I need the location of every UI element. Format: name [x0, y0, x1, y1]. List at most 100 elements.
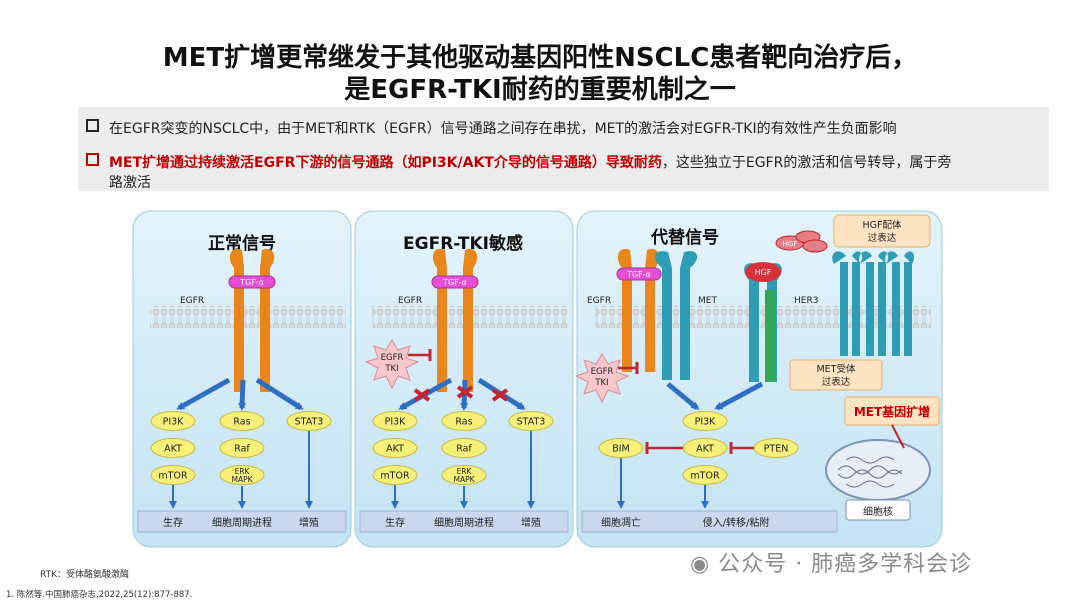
egfr-receptor: TGF-α [431, 248, 479, 392]
nucleus-label-box [845, 499, 911, 521]
bullet-square-icon [86, 153, 99, 166]
pten-label: PTEN [764, 444, 789, 455]
met-receptor [654, 251, 698, 380]
pathway-node [150, 438, 196, 458]
footer-reference: 1. 陈然等.中国肺癌杂志,2022,25(12):877-887. [6, 589, 192, 600]
outcome-label: 生存 [385, 516, 405, 529]
pathway-label: PI3K [695, 417, 717, 428]
panel-title-normal: 正常信号 [208, 233, 276, 254]
bullet-2: MET扩增通过持续激活EGFR下游的信号通路（如PI3K/AKT介导的信号通路）… [86, 153, 1036, 193]
pathway-label: AKT [386, 444, 404, 455]
pathway-label: ERK [235, 467, 251, 476]
pathway-label: PI3K [163, 417, 185, 428]
bim-node [598, 438, 644, 458]
tki-burst [574, 353, 630, 404]
pathway-label: mTOR [158, 471, 188, 482]
pathway-label: Raf [234, 444, 250, 455]
hgf-note-line2: 过表达 [868, 232, 897, 244]
pathway-label: AKT [696, 444, 714, 455]
outcome-label: 生存 [163, 516, 183, 529]
pathway-node [682, 465, 728, 485]
nucleus-label: 细胞核 [863, 505, 893, 518]
receptor-label: EGFR [587, 296, 611, 306]
pathway-label: Ras [455, 417, 472, 428]
pathway-node [150, 465, 196, 485]
watermark: ◉ 公众号 · 肺癌多学科会诊 [690, 546, 972, 578]
pathway-node [441, 438, 487, 458]
met-note-line1: MET受体 [816, 363, 856, 375]
tgf-ligand [228, 275, 276, 289]
panel-title-sensitive: EGFR-TKI敏感 [403, 233, 523, 254]
ligand-label: TGF-α [442, 278, 467, 287]
hgf-label: HGF [755, 268, 772, 277]
outcome-bar [581, 510, 838, 533]
receptor-label: HER3 [794, 296, 818, 306]
signal-arrow [255, 377, 304, 411]
watermark-text: 公众号 · 肺癌多学科会诊 [718, 552, 973, 577]
signal-arrow [176, 377, 231, 411]
tki-label-2: TKI [594, 378, 608, 388]
ligand-label: TGF-α [626, 270, 651, 279]
pathway-label: STAT3 [295, 417, 324, 428]
amp-pointer [891, 424, 905, 449]
outcome-bar [137, 510, 347, 533]
hgf-note-line1: HGF配体 [863, 219, 902, 231]
outcome-bar [359, 510, 569, 533]
bullet-box: 在EGFR突变的NSCLC中，由于MET和RTK（EGFR）信号通路之间存在串扰… [78, 107, 1049, 191]
pathway-label: AKT [164, 444, 182, 455]
hgf-cluster: HGF [775, 230, 828, 253]
pathway-label: MAPK [231, 475, 253, 484]
bim-label: BIM [612, 444, 630, 455]
page-title: MET扩增更常继发于其他驱动基因阳性NSCLC患者靶向治疗后， 是EGFR-TK… [0, 42, 1080, 106]
hgf-note-box [833, 214, 931, 248]
pathway-node [441, 465, 487, 485]
pathway-label: MAPK [453, 475, 475, 484]
pathway-node [682, 411, 728, 431]
hgf-ligand [745, 262, 781, 282]
receptor-label: MET [698, 296, 717, 306]
outcome-label: 细胞周期进程 [212, 516, 272, 529]
tki-burst [364, 339, 420, 390]
tgf-ligand [616, 267, 662, 281]
signal-arrow [238, 379, 247, 411]
pathway-label: mTOR [690, 471, 720, 482]
outcome-label: 细胞凋亡 [601, 516, 641, 529]
met-receptor: HGF [744, 262, 782, 382]
hgf-cluster-label: HGF [783, 240, 798, 248]
pathway-node [219, 411, 265, 431]
bullet-1-text: 在EGFR突变的NSCLC中，由于MET和RTK（EGFR）信号通路之间存在串扰… [109, 121, 897, 137]
bullet-2-text: ，这些独立于EGFR的激活和信号转导，属于旁 [661, 155, 952, 171]
pathway-node [508, 411, 554, 431]
amp-label: MET基因扩增 [854, 404, 930, 419]
signal-arrow [666, 382, 700, 410]
ligand-label: TGF-α [239, 278, 264, 287]
pathway-label: PI3K [385, 417, 407, 428]
outcome-label: 增殖 [299, 516, 319, 529]
title-line-1: MET扩增更常继发于其他驱动基因阳性NSCLC患者靶向治疗后， [162, 43, 918, 73]
outcome-label: 侵入/转移/粘附 [703, 516, 770, 529]
nucleus [825, 439, 931, 501]
pathway-label: mTOR [380, 471, 410, 482]
outcome-label: 细胞周期进程 [434, 516, 494, 529]
egfr-receptor: TGF-α [228, 248, 276, 392]
pathway-node [150, 411, 196, 431]
met-overexpression-cluster [832, 251, 915, 356]
pathway-node [441, 411, 487, 431]
title-line-2: 是EGFR-TKI耐药的重要机制之一 [344, 75, 736, 105]
pathway-label: Ras [233, 417, 250, 428]
pathway-node [219, 438, 265, 458]
tki-label-2: TKI [384, 364, 398, 374]
bullet-2-highlight: MET扩增通过持续激活EGFR下游的信号通路（如PI3K/AKT介导的信号通路）… [109, 155, 662, 171]
tgf-ligand [431, 275, 479, 289]
wechat-icon: ◉ [690, 552, 711, 577]
pathway-label: STAT3 [517, 417, 546, 428]
signal-arrow [714, 381, 764, 411]
bullet-square-icon [86, 119, 99, 132]
block-cross [456, 385, 474, 399]
receptor-label: EGFR [398, 296, 422, 306]
dna-strands [837, 456, 903, 488]
egfr-receptor: TGF-α [616, 248, 662, 372]
pathway-node [372, 411, 418, 431]
pathway-label: Raf [456, 444, 472, 455]
